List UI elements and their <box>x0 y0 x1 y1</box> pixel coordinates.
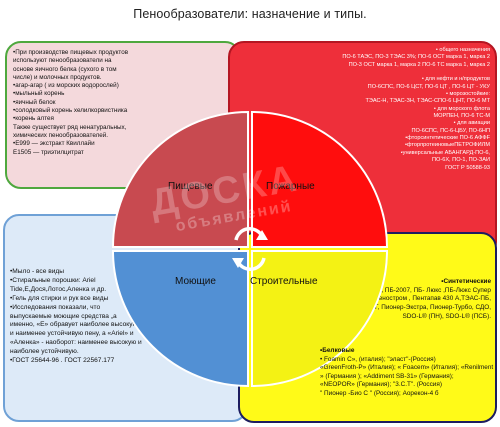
build-protein-heading: •Белковые <box>320 347 355 354</box>
wash-list-item: •ГОСТ 25644-96 . ГОСТ 22567.177 <box>10 357 115 365</box>
fire-list-item: ПО-6СПС, ПО-6 ЦСТ, ПО-6 ЦТ , ПО-6 ЦТ - У… <box>367 83 490 90</box>
quadrant-label-food: Пищевые <box>168 181 213 192</box>
page-title: Пенообразователи: назначение и типы. <box>133 7 367 21</box>
food-list-item: •солодковый корень хелилкорвистника <box>13 107 128 115</box>
fire-list-item: ПО-3 ОСТ марка 1, марка 2 ПО-6 ТС марка … <box>348 61 490 68</box>
wash-list-item: •Гель для стирки и рук все виды <box>10 294 109 302</box>
food-list-item: •агар-агар ( из морских водорослей) <box>13 82 119 90</box>
fire-list-item: ГОСТ Р 50588-93 <box>445 164 490 171</box>
build-synthetic-item: •Арекон-4 , Пеностром , Пентапав 430 А,Т… <box>313 295 491 320</box>
build-protein-item: «GreenFroth-P» (Италия); « Foacem» (Итал… <box>320 364 494 380</box>
fire-list-item: • общего назначения <box>435 47 490 53</box>
pie-slice-food <box>111 110 249 248</box>
food-list-item: •При производстве пищевых продуктов испо… <box>13 49 129 81</box>
fire-list-item: ПО-6 ТАЭС, ПО-3 ТЭАС 3%; ПО-6 ОСТ марка … <box>342 54 490 61</box>
wash-list-item: •Стиральные порошки: Ariel <box>10 276 96 284</box>
wash-list: •Мыло - все виды•Стиральные порошки: Ari… <box>10 268 142 366</box>
build-protein-item: «NEOPOR» (Германия); "3.С.Т". (Россия) <box>320 381 442 388</box>
food-list-item: •яичный белок <box>13 98 56 106</box>
fire-list-item: • для морского флота <box>433 105 490 112</box>
wash-list-item: •Мыло - все виды <box>10 268 64 275</box>
fire-list-item: • для нефти и н/продуктов <box>421 76 490 83</box>
food-list-item: •корень алтея <box>13 115 54 123</box>
quadrant-label-build: Строительные <box>250 276 318 287</box>
pie-slice-wash <box>111 250 249 388</box>
wash-list-item: Tide,E,Дося,Лотос,Аленка и др. <box>10 285 107 293</box>
build-synthetic-item: ПБ- 2000, ПБ-2000-у , ПБ-2007, ПБ- Люкс … <box>318 286 491 294</box>
wash-list-item: •Исследования показали, что выпускаемые … <box>10 303 142 356</box>
quadrant-label-wash: Моющие <box>175 276 216 287</box>
food-list-item: Е1505 — триэтилцитрат <box>13 148 84 156</box>
fire-list-item: •фторпротеиновыеПЕТРОФИЛМ <box>404 142 490 149</box>
fire-list-item: •универсальные АБАНГАРД-ПО-6, <box>400 149 490 156</box>
quadrant-label-fire: Пожарные <box>266 181 315 192</box>
build-synthetic-heading: •Синтетические <box>441 278 491 285</box>
build-protein-item: " Пионер -Био С " (Россия); Аорекон-4 б <box>320 389 439 397</box>
food-list: •При производстве пищевых продуктов испо… <box>13 49 133 157</box>
pie-slice-build <box>251 250 389 388</box>
build-synthetic-list: •Синтетические ПБ- 2000, ПБ-2000-у , ПБ-… <box>313 278 491 322</box>
food-list-item: •мыльный корень <box>13 90 65 98</box>
fire-list-item: МОРПЕН, ПО-6 ТС-М <box>433 113 490 120</box>
fire-list-item: • для авиации <box>453 120 490 127</box>
build-protein-list: •Белковые • Foamin C», (италия); "эласт"… <box>320 347 494 398</box>
fire-list-item: •фторсинтетические ПО-6 АФФF <box>405 135 490 142</box>
fire-list-item: • морозостойкие: <box>445 91 490 98</box>
build-protein-item: • Foamin C», (италия); "эласт"-(Россия) <box>320 355 436 363</box>
fire-list-item: ПО-6СПС, ПС-6-ЦБУ, ПО-6НП <box>411 127 490 134</box>
fire-list-item: ПО-6Х, ПО-1, ПО-ЗАИ <box>431 157 490 164</box>
food-list-item: Также существует ряд ненатуральных, хими… <box>13 123 127 139</box>
food-list-item: •Е999 — экстракт Квиллайи <box>13 140 95 148</box>
fire-list-item: ТЭАС-Н, ТЭАС-ЗН, ТЭАС-СПО-6 ЦНТ, ПО-6 МТ <box>365 98 490 105</box>
cycle-arrows-icon <box>232 227 268 271</box>
pie-slice-fire <box>251 110 389 248</box>
